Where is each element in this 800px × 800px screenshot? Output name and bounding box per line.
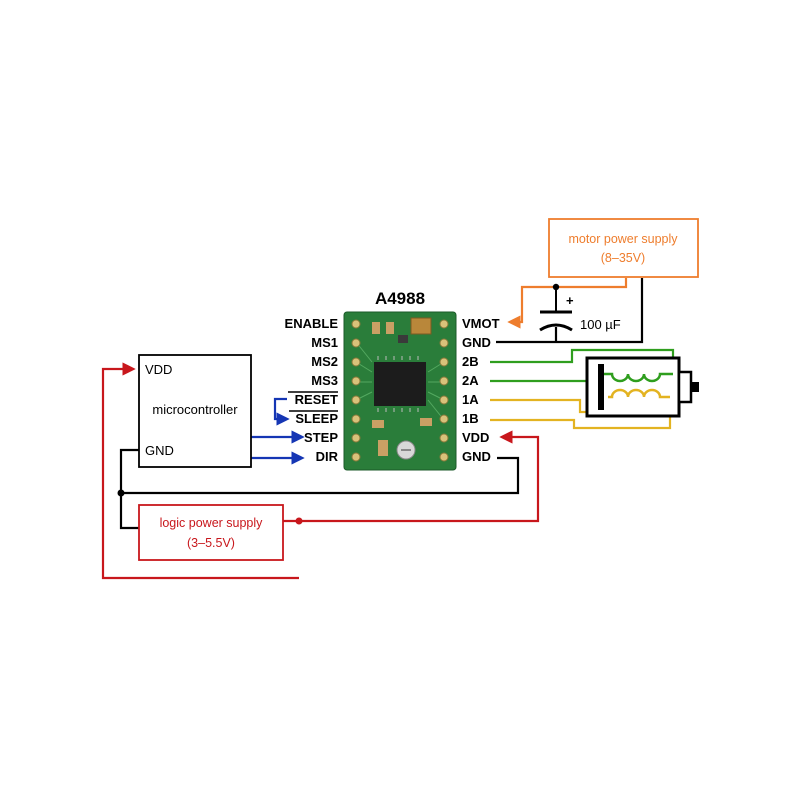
vmot-wire <box>507 278 628 329</box>
pin-2a: 2A <box>462 373 479 388</box>
pin-ms1: MS1 <box>311 335 338 350</box>
right-pin-labels: VMOT GND 2B 2A 1A 1B VDD GND <box>462 316 500 464</box>
pin-step: STEP <box>304 430 338 445</box>
gnd-wire-mcu <box>119 448 139 530</box>
header-pins-left <box>351 319 361 462</box>
mcu-gnd-label: GND <box>145 443 174 458</box>
logic-power-wires <box>101 362 540 580</box>
pin-1b: 1B <box>462 411 479 426</box>
pin-gnd-logic: GND <box>462 449 491 464</box>
motor-power-supply: motor power supply (8–35V) <box>548 218 699 278</box>
pin-vmot: VMOT <box>462 316 500 331</box>
left-pin-labels: ENABLE MS1 MS2 MS3 RESET SLEEP STEP DIR <box>285 316 339 464</box>
capacitor-value: 100 µF <box>580 317 621 332</box>
mcu-label: microcontroller <box>152 402 238 417</box>
pin-2b: 2B <box>462 354 479 369</box>
pin-enable: ENABLE <box>285 316 339 331</box>
pin-sleep: SLEEP <box>295 411 338 426</box>
logic-supply-line1: logic power supply <box>160 516 264 530</box>
coil-1 <box>608 388 670 399</box>
a4988-board: A4988 <box>343 289 457 471</box>
pin-1a: 1A <box>462 392 479 407</box>
ground-wires <box>119 278 644 530</box>
driver-ic <box>374 362 426 406</box>
vdd-wire-mcu <box>101 362 299 580</box>
logic-junction <box>295 517 303 525</box>
pin-ms3: MS3 <box>311 373 338 388</box>
stepper-motor-icon <box>585 356 699 418</box>
pin-reset: RESET <box>295 392 338 407</box>
chip-title: A4988 <box>375 289 425 308</box>
gnd-wire-motor <box>496 278 644 344</box>
vdd-wire-driver <box>283 430 540 523</box>
logic-power-supply: logic power supply (3–5.5V) <box>138 504 284 561</box>
ground-junction <box>117 489 125 497</box>
logic-supply-line2: (3–5.5V) <box>187 536 235 550</box>
motor-power-wires <box>507 278 628 329</box>
capacitor: + 100 µF <box>539 293 621 332</box>
mcu-vdd-label: VDD <box>145 362 172 377</box>
header-pins-right <box>439 319 449 462</box>
capacitor-plus: + <box>566 293 574 308</box>
signal-wires <box>250 397 305 465</box>
microcontroller: VDD microcontroller GND <box>138 354 252 468</box>
pin-gnd-motor: GND <box>462 335 491 350</box>
reset-sleep-jumper <box>273 397 290 426</box>
coil-2 <box>604 372 673 383</box>
pin-dir: DIR <box>316 449 339 464</box>
motor-supply-line2: (8–35V) <box>601 251 645 265</box>
vmot-junction <box>552 283 560 291</box>
pin-vdd: VDD <box>462 430 489 445</box>
gnd-wire-driver <box>121 456 520 495</box>
motor-supply-line1: motor power supply <box>568 232 678 246</box>
pin-ms2: MS2 <box>311 354 338 369</box>
